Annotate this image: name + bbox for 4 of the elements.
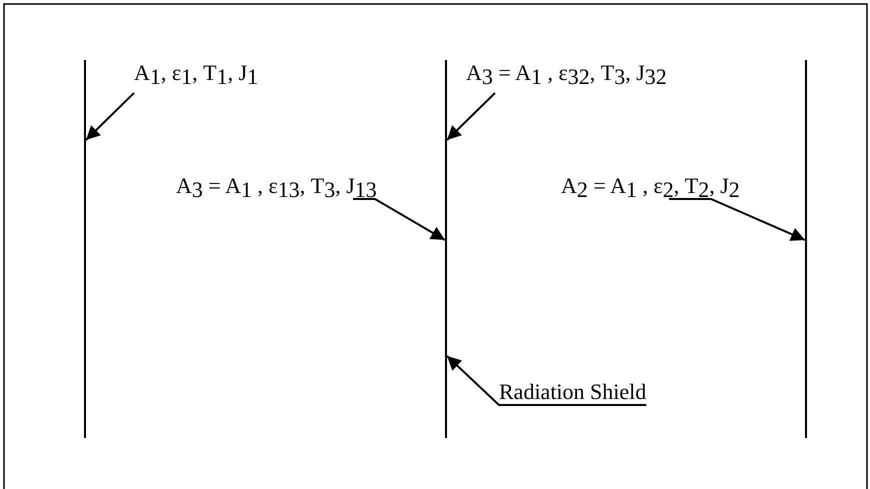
callout-text: Radiation Shield xyxy=(499,379,646,405)
plate-line xyxy=(84,60,86,438)
plate-line xyxy=(805,60,807,438)
plate-line xyxy=(445,60,447,438)
